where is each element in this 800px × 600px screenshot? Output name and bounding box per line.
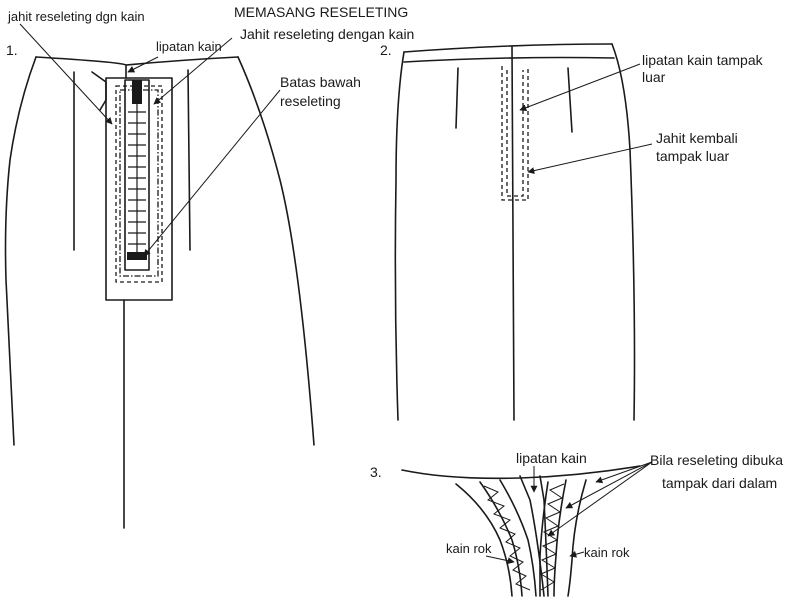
label-kain-rok-left: kain rok <box>446 541 492 556</box>
step-3-left-tape-outer <box>479 481 523 597</box>
step-3-center-fold-left <box>519 475 545 597</box>
step-2-waistband-top <box>403 43 613 53</box>
step-1-zipper-pull <box>132 80 142 104</box>
step-1-right-side-seam <box>237 56 315 446</box>
step-1-number: 1. <box>6 42 18 58</box>
step-3-number: 3. <box>370 464 382 480</box>
step-3-leader-kain-rok-left <box>485 555 515 565</box>
step-3-right-tape-outer <box>553 479 567 597</box>
step-1-leader-jahit-dengan-kain <box>153 37 233 105</box>
label-tampak-luar: tampak luar <box>656 148 729 164</box>
label-batas-bawah-reseleting: reseleting <box>280 93 341 109</box>
step-3-leader-bila-dibuka-2 <box>547 461 653 537</box>
step-2-leader-lipatan-tampak <box>519 63 641 112</box>
step-2-skirt: 2. lipatan kain tampak luar Jahit kembal… <box>380 42 764 421</box>
step-1-right-dart <box>187 69 191 251</box>
step-2-number: 2. <box>380 42 392 58</box>
step-3-leader-kain-rok-right <box>569 550 585 558</box>
label-lipatan-kain-tampak: lipatan kain tampak <box>642 52 764 68</box>
step-2-left-side-seam <box>394 51 405 421</box>
label-batas-bawah: Batas bawah <box>280 74 361 90</box>
step-3-inside-view: 3. lipatan kain Bila reseleting dibuka t… <box>370 450 783 597</box>
step-1-zipper-teeth <box>128 104 146 252</box>
step-2-right-side-seam <box>611 43 636 421</box>
step-1-inner-stitch-line <box>119 89 159 277</box>
label-jahit-reseleting-dengan-kain: Jahit reseleting dengan kain <box>240 26 414 42</box>
step-2-right-dart <box>567 67 573 133</box>
step-1-skirt: 1. <box>4 9 414 529</box>
label-bila-reseleting-dibuka: Bila reseleting dibuka <box>650 452 783 468</box>
label-jahit-reseleting-dgn-kain: jahit reseleting dgn kain <box>7 9 145 24</box>
step-3-right-fabric-edge <box>567 479 587 597</box>
step-2-zipper-topstitch-inner <box>506 70 524 197</box>
label-lipatan-kain-3: lipatan kain <box>516 450 587 466</box>
step-1-waistline <box>35 56 239 79</box>
label-kain-rok-right: kain rok <box>584 545 630 560</box>
step-2-waistband-bottom <box>403 56 615 63</box>
step-3-left-fabric-edge <box>455 483 513 597</box>
step-1-zipper-panel <box>105 77 173 301</box>
step-2-leader-jahit-kembali <box>527 143 653 175</box>
step-3-left-teeth <box>483 485 531 591</box>
step-3-leader-bila-dibuka-1 <box>565 461 653 509</box>
step-2-left-dart <box>455 67 459 129</box>
step-3-left-tape-inner <box>499 479 537 597</box>
label-luar: luar <box>642 69 666 85</box>
step-3-leader-bila-dibuka-3 <box>595 461 653 484</box>
step-1-zipper-stop <box>127 252 147 260</box>
label-tampak-dari-dalam: tampak dari dalam <box>662 475 777 491</box>
step-2-zipper-topstitch <box>501 66 529 201</box>
step-3-center-fold-right <box>539 475 549 597</box>
step-1-leader-lipatan-kain <box>127 56 159 73</box>
step-1-leader-batas-bawah <box>143 89 281 257</box>
label-jahit-kembali: Jahit kembali <box>656 130 738 146</box>
step-1-leader-jahit-dgn-kain <box>19 23 113 125</box>
label-lipatan-kain-1: lipatan kain <box>156 39 222 54</box>
step-1-left-side-seam <box>4 56 37 446</box>
step-3-right-tape-inner <box>539 481 549 597</box>
step-2-center-seam <box>511 46 515 421</box>
diagram-title: MEMASANG RESELETING <box>234 4 408 20</box>
